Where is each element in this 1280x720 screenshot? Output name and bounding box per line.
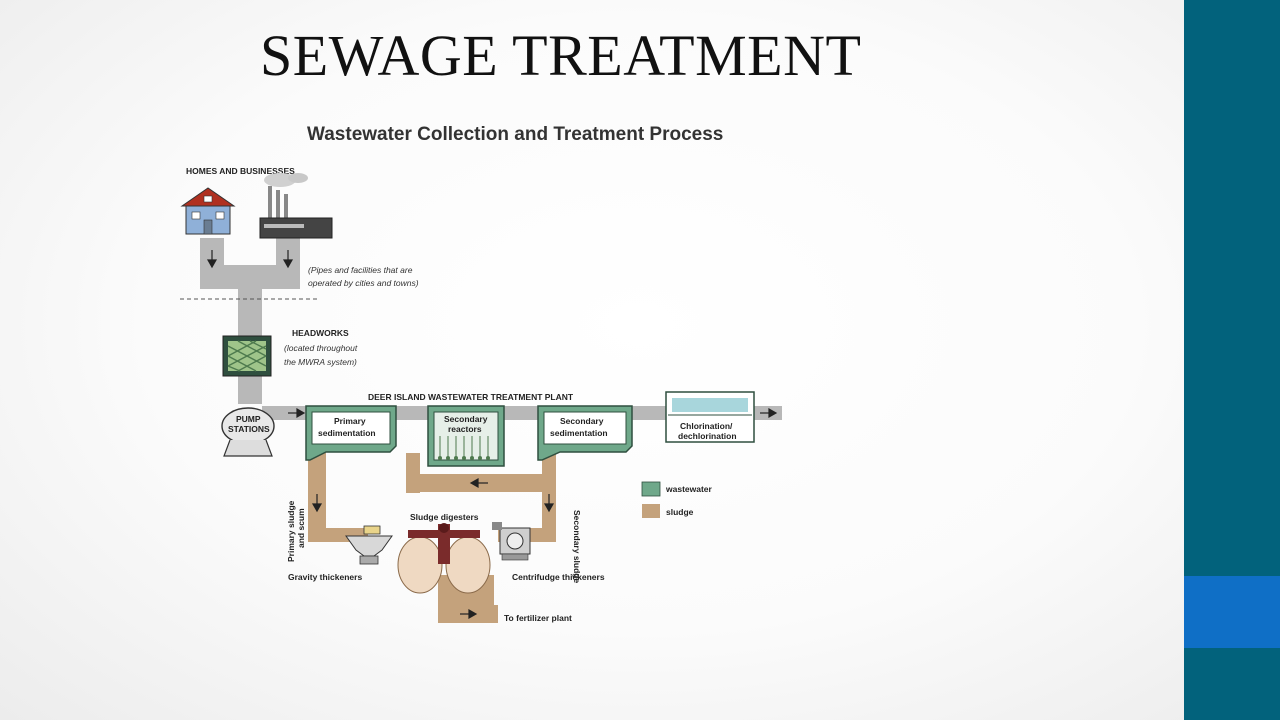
- pump-label-2: STATIONS: [228, 424, 270, 434]
- legend-wastewater: wastewater: [665, 484, 713, 494]
- pipes-note-2: operated by cities and towns): [308, 278, 419, 288]
- house-icon: [180, 187, 236, 235]
- digesters-label: Sludge digesters: [410, 512, 479, 522]
- chlor-label-1: Chlorination/: [680, 421, 733, 431]
- chlorination-tank: [665, 391, 755, 443]
- secondary-label-1: Secondary: [560, 416, 604, 426]
- primary-label-2: sedimentation: [318, 428, 376, 438]
- chlor-label-2: dechlorination: [678, 431, 737, 441]
- secondary-label-2: sedimentation: [550, 428, 608, 438]
- gravity-label: Gravity thickeners: [288, 572, 362, 582]
- legend-sludge: sludge: [666, 507, 694, 517]
- flow-arrows: [206, 250, 778, 620]
- pipes-note-1: (Pipes and facilities that are: [308, 265, 413, 275]
- pump-label-1: PUMP: [236, 414, 261, 424]
- headworks-label: HEADWORKS: [292, 328, 349, 338]
- process-diagram: Wastewater Collection and Treatment Proc…: [170, 110, 790, 635]
- headworks-note-1: (located throughout: [284, 343, 358, 353]
- centrifuge-thickener-icon: [492, 522, 531, 561]
- primary-sludge-label-1: Primary sludge: [286, 500, 296, 562]
- homes-label: HOMES AND BUSINESSES: [186, 166, 295, 176]
- secondary-sedimentation-tank: [537, 405, 633, 461]
- headworks-icon: [222, 335, 272, 377]
- diagram-title: Wastewater Collection and Treatment Proc…: [307, 124, 723, 145]
- plant-label: DEER ISLAND WASTEWATER TREATMENT PLANT: [368, 392, 574, 402]
- legend-swatch-wastewater: [641, 481, 661, 497]
- secondary-reactors-tank: [427, 405, 505, 467]
- centrifuge-label: Centrifudge thickeners: [512, 572, 605, 582]
- headworks-note-2: the MWRA system): [284, 357, 357, 367]
- fertilizer-label: To fertilizer plant: [504, 613, 572, 623]
- sludge-digester-icon: [397, 523, 491, 594]
- slide-title: SEWAGE TREATMENT: [260, 23, 862, 88]
- legend: wastewater sludge: [641, 481, 713, 518]
- factory-icon: [259, 173, 333, 239]
- secondary-sludge-label: Secondary sludge: [572, 510, 582, 583]
- reactors-label-2: reactors: [448, 424, 482, 434]
- pump-station-icon: [221, 407, 275, 457]
- reactors-label-1: Secondary: [444, 414, 488, 424]
- process-diagram-svg: Wastewater Collection and Treatment Proc…: [180, 124, 782, 623]
- gravity-thickener-icon: [345, 525, 393, 565]
- primary-label-1: Primary: [334, 416, 366, 426]
- sidebar-accent: [1184, 576, 1280, 648]
- primary-sludge-label-2: and scum: [296, 508, 306, 548]
- legend-swatch-sludge: [642, 504, 660, 518]
- primary-sedimentation-tank: [305, 405, 397, 461]
